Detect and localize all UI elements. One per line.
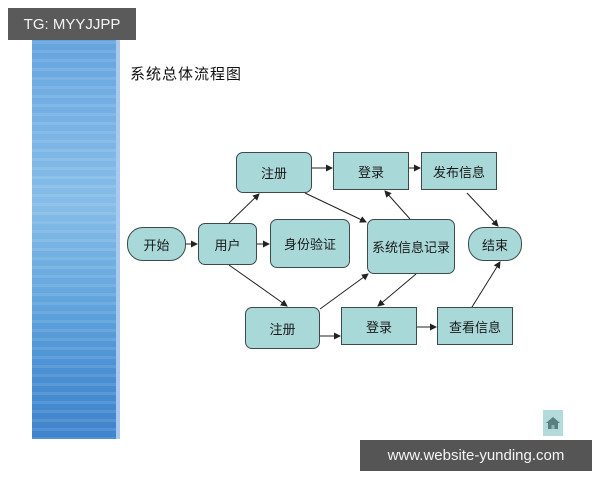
- arrow-user-register-bottom: [228, 264, 288, 307]
- node-login-bottom: 登录: [341, 307, 417, 345]
- arrow-publish-end: [466, 192, 499, 227]
- arrow-view-end: [471, 261, 501, 308]
- page-title: 系统总体流程图: [130, 65, 243, 83]
- arrow-user-register-top: [228, 193, 260, 224]
- node-register-bottom: 注册: [245, 307, 320, 349]
- node-login-top: 登录: [333, 152, 409, 190]
- node-identity-verify: 身份验证: [270, 219, 350, 268]
- decorative-side-band: [32, 14, 118, 439]
- node-start: 开始: [127, 227, 186, 261]
- node-end: 结束: [468, 227, 522, 261]
- home-button[interactable]: [543, 410, 563, 436]
- node-system-info-record: 系统信息记录: [367, 219, 455, 274]
- arrow-register-bottom-system: [319, 273, 369, 310]
- watermark-top: TG: MYYJJPP: [8, 8, 136, 40]
- node-user: 用户: [198, 223, 257, 265]
- arrow-register-system: [304, 192, 367, 223]
- home-icon: [546, 417, 560, 429]
- node-publish-info: 发布信息: [421, 152, 497, 190]
- node-view-info: 查看信息: [437, 307, 513, 345]
- arrow-system-login-bottom: [377, 273, 417, 307]
- watermark-bottom: www.website-yunding.com: [360, 440, 592, 471]
- side-band-edge: [116, 14, 120, 439]
- arrow-system-login-top: [384, 190, 411, 220]
- node-register-top: 注册: [236, 152, 312, 193]
